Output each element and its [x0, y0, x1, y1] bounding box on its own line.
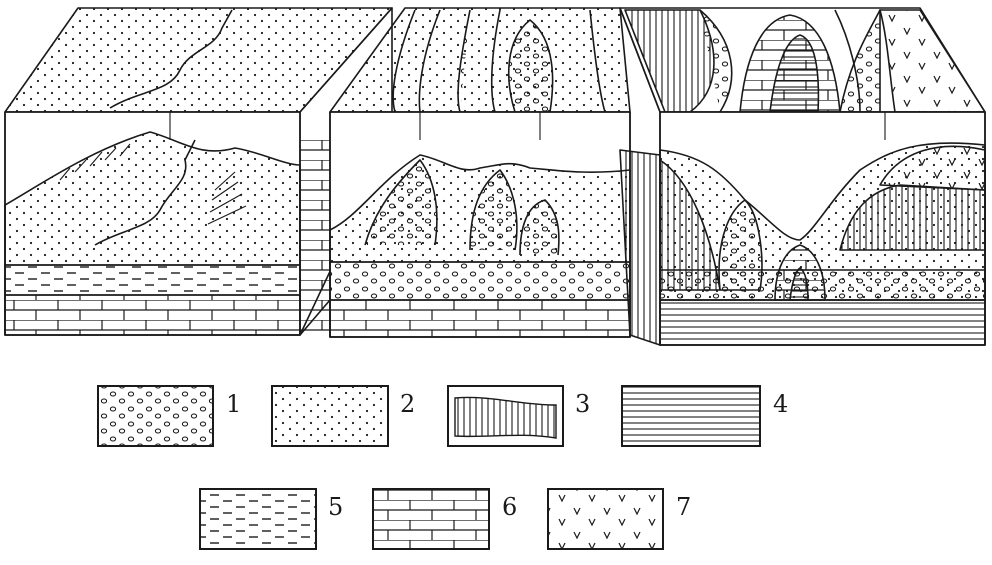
legend-swatch-dashes — [199, 488, 317, 550]
legend-item-3: 3 — [447, 385, 590, 447]
legend-item-4: 4 — [621, 385, 788, 447]
block-2-folded-strata — [329, 7, 631, 338]
legend-number-3: 3 — [575, 390, 590, 418]
legend-swatch-horizontal-lines — [621, 385, 761, 447]
legend-swatch-dots — [271, 385, 389, 447]
legend-item-2: 2 — [271, 385, 415, 447]
legend-swatch-circles — [97, 385, 214, 447]
legend: 1 2 3 4 5 6 7 — [97, 385, 788, 550]
legend-item-5: 5 — [199, 488, 343, 550]
legend-swatch-v-marks — [547, 488, 664, 550]
legend-item-1: 1 — [97, 385, 241, 447]
legend-number-7: 7 — [676, 493, 691, 521]
legend-number-6: 6 — [502, 493, 517, 521]
legend-number-1: 1 — [226, 390, 241, 418]
legend-item-7: 7 — [547, 488, 691, 550]
legend-number-4: 4 — [773, 390, 788, 418]
block-1-plain-with-river — [4, 7, 393, 336]
legend-number-2: 2 — [400, 390, 415, 418]
legend-number-5: 5 — [328, 493, 343, 521]
legend-swatch-bricks — [372, 488, 490, 550]
legend-item-6: 6 — [372, 488, 517, 550]
block-3-eroded-anticline — [619, 7, 986, 346]
